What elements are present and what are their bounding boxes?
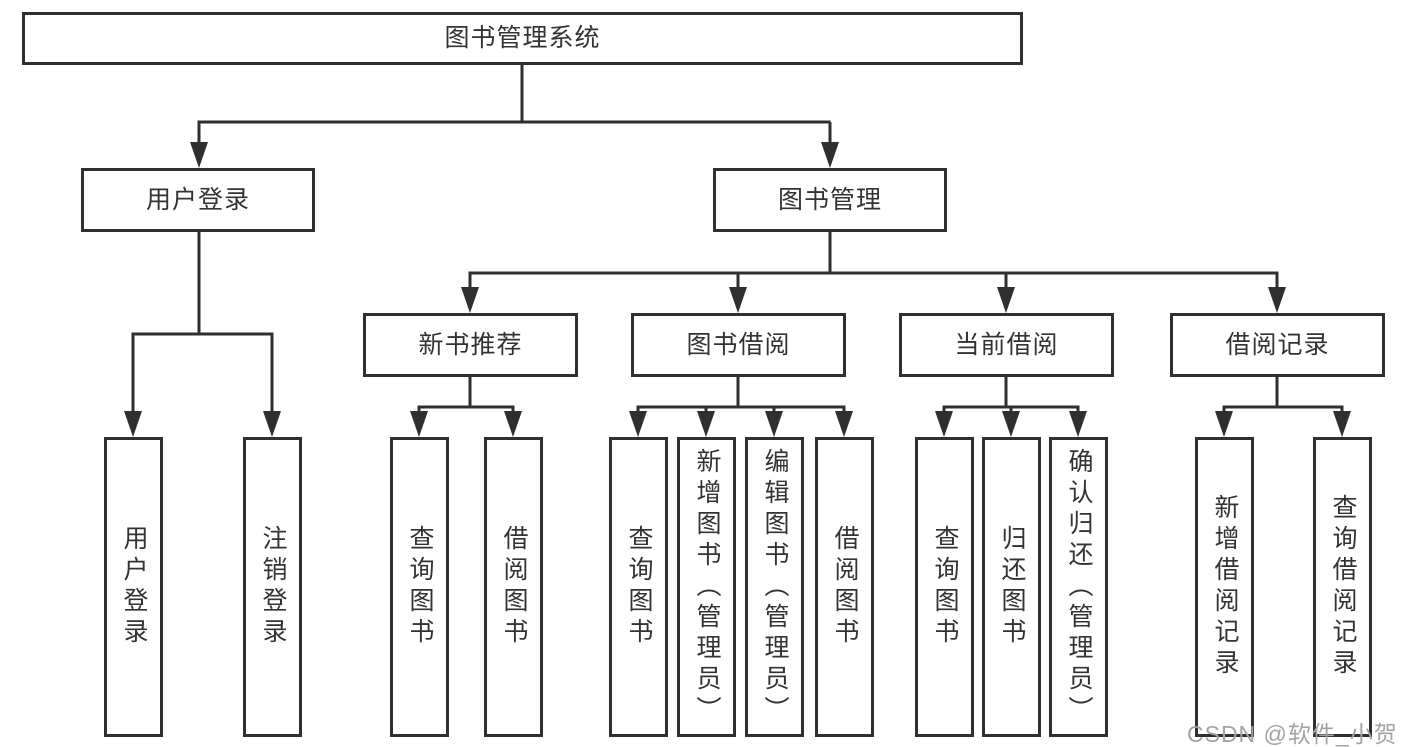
- arrowhead: [461, 287, 479, 313]
- node-leaf-query-borrow-record: 查询借阅记录: [1313, 437, 1372, 737]
- node-root: 图书管理系统: [22, 12, 1023, 65]
- node-leaf-query-book-1: 查询图书: [390, 437, 449, 737]
- node-leaf-query-book-2: 查询图书: [609, 437, 668, 737]
- node-book-borrowing: 图书借阅: [631, 313, 846, 377]
- node-book-management: 图书管理: [713, 168, 947, 232]
- node-leaf-edit-book-admin: 编辑图书（管理员）: [745, 437, 804, 737]
- node-leaf-add-book-admin: 新增图书（管理员）: [677, 437, 736, 737]
- arrowhead: [410, 411, 428, 437]
- node-leaf-return-book: 归还图书: [982, 437, 1041, 737]
- connector-book-borrow-to-leaves: [636, 377, 846, 414]
- connector-root-to-level2: [197, 65, 832, 146]
- arrowhead: [124, 411, 142, 437]
- arrowhead: [697, 411, 715, 437]
- arrowhead: [629, 411, 647, 437]
- node-new-book-recommend: 新书推荐: [363, 313, 578, 377]
- node-borrowing-records: 借阅记录: [1170, 313, 1385, 377]
- arrowhead: [190, 142, 208, 168]
- watermark: CSDN @软件_小贺同学: [1187, 721, 1398, 747]
- connector-borrow-records-to-leaves: [1222, 377, 1344, 414]
- node-user-login: 用户登录: [81, 168, 315, 232]
- node-leaf-confirm-return-admin: 确认归还（管理员）: [1049, 437, 1108, 737]
- arrowhead: [835, 411, 853, 437]
- arrowhead: [997, 287, 1015, 313]
- node-leaf-query-book-3: 查询图书: [915, 437, 974, 737]
- arrowhead: [1333, 411, 1351, 437]
- arrowhead: [729, 287, 747, 313]
- arrowhead: [263, 411, 281, 437]
- node-leaf-logout: 注销登录: [243, 437, 302, 737]
- node-current-borrowing: 当前借阅: [899, 313, 1114, 377]
- node-leaf-user-login: 用户登录: [104, 437, 163, 737]
- node-leaf-borrow-book-2: 借阅图书: [815, 437, 874, 737]
- arrowhead: [504, 411, 522, 437]
- arrowhead: [1069, 411, 1087, 437]
- connector-current-borrow-to-leaves: [942, 377, 1080, 414]
- arrowhead: [935, 411, 953, 437]
- arrowhead: [1268, 287, 1286, 313]
- arrowhead: [1215, 411, 1233, 437]
- arrowhead: [821, 142, 839, 168]
- connector-new-book-rec-to-leaves: [417, 377, 515, 414]
- node-leaf-add-borrow-record: 新增借阅记录: [1195, 437, 1254, 737]
- connector-book-mgmt-to-level3: [468, 232, 1279, 291]
- connector-user-login-to-leaves: [131, 232, 274, 414]
- node-leaf-borrow-book-1: 借阅图书: [484, 437, 543, 737]
- arrowhead: [1002, 411, 1020, 437]
- arrowhead: [765, 411, 783, 437]
